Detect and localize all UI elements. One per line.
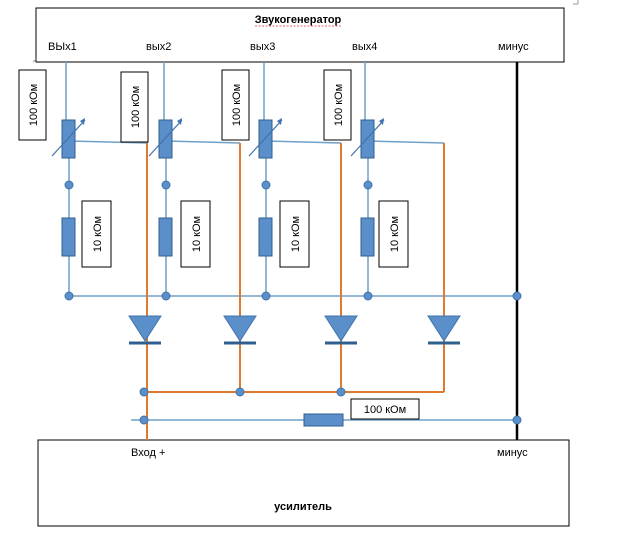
variable-arrow — [51, 119, 86, 157]
junction-node — [64, 180, 74, 190]
diode-body — [223, 315, 257, 342]
junction-node — [261, 180, 271, 190]
ground-node — [512, 415, 522, 425]
variable-arrow-head — [277, 118, 282, 125]
amplifier-title: усилитель — [274, 501, 332, 513]
pot-label-4: 100 кОм — [323, 69, 352, 141]
junction-node — [161, 180, 171, 190]
fixed-label-3: 10 кОм — [279, 200, 310, 268]
resistor-value: 10 кОм — [92, 216, 104, 252]
fixed-resistor — [158, 217, 173, 257]
output-4-label: вых4 — [352, 41, 377, 53]
pot-label-2: 100 кОм — [120, 71, 149, 143]
junction-node — [64, 291, 74, 301]
junction-node — [336, 387, 346, 397]
diode-3 — [324, 315, 358, 345]
variable-arrow — [148, 119, 183, 157]
ground-node — [512, 291, 522, 301]
diode-1 — [128, 315, 162, 345]
sound-generator-title: Звукогенератор — [255, 14, 342, 26]
label-box — [221, 69, 250, 141]
resistor-value: 100 кОм — [231, 84, 243, 126]
junction-node — [363, 291, 373, 301]
amplifier-box — [37, 439, 570, 527]
variable-arrow — [350, 119, 385, 157]
junction-node — [161, 291, 171, 301]
variable-arrow-head — [80, 118, 85, 125]
corner-mark — [32, 58, 37, 63]
fixed-resistor — [360, 217, 375, 257]
diode-body — [427, 315, 461, 342]
label-box — [323, 69, 352, 141]
resistor-value: 100 кОм — [364, 404, 406, 416]
pot-label-3: 100 кОм — [221, 69, 250, 141]
label-box — [350, 398, 420, 420]
diode-4 — [427, 315, 461, 345]
potentiometer — [61, 119, 76, 159]
resistor-value: 10 кОм — [290, 216, 302, 252]
resistor-value: 100 кОм — [333, 84, 345, 126]
generator-minus-label: минус — [498, 41, 529, 53]
output-2-label: вых2 — [146, 41, 171, 53]
output-1-label: ВЫх1 — [48, 41, 77, 53]
potentiometer — [158, 119, 173, 159]
potentiometer — [360, 119, 375, 159]
diode-body — [128, 315, 162, 342]
potentiometer — [258, 119, 273, 159]
fixed-resistor — [258, 217, 273, 257]
diode-2 — [223, 315, 257, 345]
junction-node — [235, 387, 245, 397]
label-box — [378, 200, 409, 268]
resistor-value: 10 кОм — [389, 216, 401, 252]
junction-node — [139, 415, 149, 425]
channel-4 — [350, 62, 445, 392]
label-box — [180, 200, 211, 268]
fixed-label-4: 10 кОм — [378, 200, 409, 268]
bias-label: 100 кОм — [350, 398, 420, 420]
wiper-wire — [265, 140, 342, 144]
output-3-label: вых3 — [250, 41, 275, 53]
amplifier-input-label: Вход + — [131, 447, 165, 459]
variable-arrow-head — [379, 118, 384, 125]
variable-arrow-head — [177, 118, 182, 125]
fixed-resistor — [61, 217, 76, 257]
wiper-wire — [68, 140, 149, 144]
resistor-value: 10 кОм — [191, 216, 203, 252]
junction-node — [363, 180, 373, 190]
bias-resistor — [303, 413, 344, 427]
junction-node — [261, 291, 271, 301]
variable-arrow — [248, 119, 283, 157]
fixed-label-1: 10 кОм — [81, 200, 112, 268]
label-box — [279, 200, 310, 268]
junction-node — [139, 387, 149, 397]
wiper-wire — [165, 140, 241, 144]
label-box — [81, 200, 112, 268]
channel-2 — [148, 62, 241, 392]
label-box — [18, 69, 47, 141]
sound-generator-box — [35, 7, 565, 63]
amplifier-minus-label: минус — [497, 447, 528, 459]
label-box — [120, 71, 149, 143]
fixed-label-2: 10 кОм — [180, 200, 211, 268]
channel-3 — [248, 62, 342, 392]
resistor-value: 100 кОм — [130, 86, 142, 128]
diode-body — [324, 315, 358, 342]
resistor-value: 100 кОм — [28, 84, 40, 126]
channel-1 — [51, 62, 149, 440]
wiper-wire — [367, 140, 445, 144]
pot-label-1: 100 кОм — [18, 69, 47, 141]
